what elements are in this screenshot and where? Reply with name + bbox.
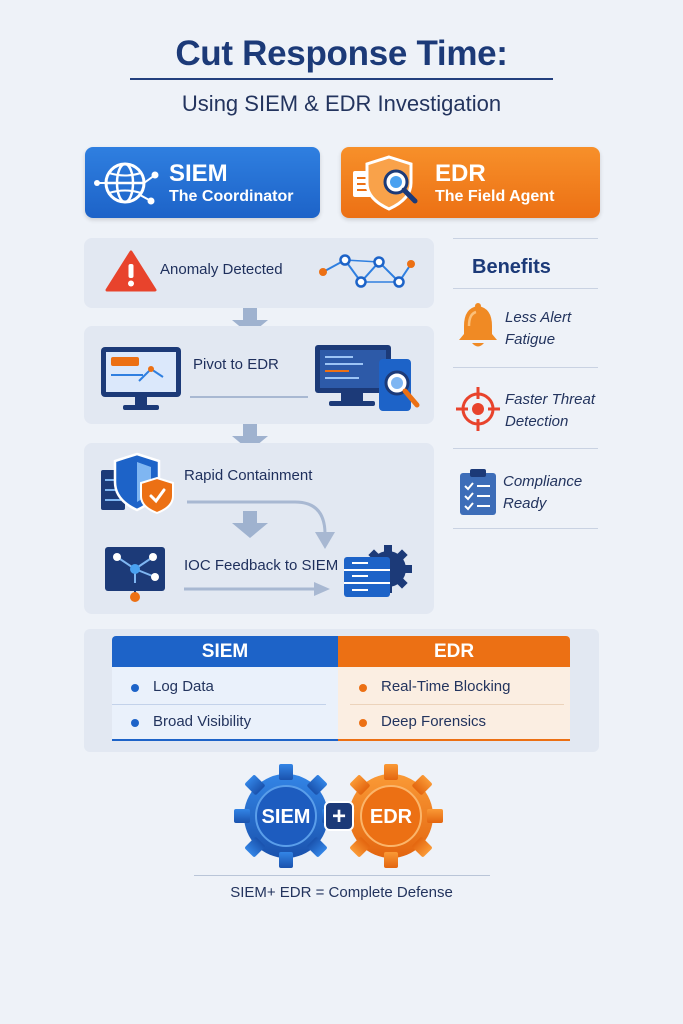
comparison-edr-item: Real-Time Blocking xyxy=(381,678,511,695)
benefits-divider xyxy=(453,448,598,449)
globe-network-icon xyxy=(94,162,159,205)
bullet-dot xyxy=(359,719,367,727)
warning-icon xyxy=(105,250,157,292)
siem-card: SIEM The Coordinator xyxy=(85,147,320,218)
benefit-label: Faster Threat Detection xyxy=(505,389,595,433)
footer-caption: SIEM+ EDR = Complete Defense xyxy=(230,884,453,901)
footer-rule xyxy=(194,875,490,876)
right-arrow-icon xyxy=(184,582,330,596)
checklist-icon xyxy=(460,469,496,515)
edr-card: EDR The Field Agent xyxy=(341,147,600,218)
shield-server-icon xyxy=(101,452,174,514)
benefits-divider xyxy=(453,367,598,368)
comparison-siem-item: Broad Visibility xyxy=(153,713,252,730)
benefit-label-line2: Fatigue xyxy=(505,331,556,348)
comparison-row-divider xyxy=(112,704,326,705)
benefit-label-line2: Ready xyxy=(503,495,547,512)
bullet-dot xyxy=(359,684,367,692)
comparison-row-divider xyxy=(350,704,564,705)
benefit-label-line2: Detection xyxy=(505,413,569,430)
flow-connector-line xyxy=(190,396,308,398)
siem-card-name: SIEM xyxy=(169,160,228,187)
flow-step-label: IOC Feedback to SIEM xyxy=(184,557,339,574)
siem-card-role: The Coordinator xyxy=(169,188,294,205)
down-arrow-icon xyxy=(232,511,268,538)
comparison-edr-heading: EDR xyxy=(338,636,570,667)
comparison-siem-heading: SIEM xyxy=(112,636,338,667)
curved-arrow-icon xyxy=(187,500,335,549)
benefit-label-line1: Faster Threat xyxy=(505,391,596,408)
bell-icon xyxy=(459,303,497,347)
edr-card-role: The Field Agent xyxy=(435,188,555,205)
benefits-divider xyxy=(453,528,598,529)
shield-magnifier-icon xyxy=(353,155,418,211)
target-icon xyxy=(456,387,500,431)
benefit-label: Less Alert Fatigue xyxy=(505,307,571,351)
gear-plus-label: + xyxy=(332,803,346,830)
network-diagram-icon xyxy=(105,547,165,602)
gear-siem-label: SIEM xyxy=(262,806,311,828)
edr-card-name: EDR xyxy=(435,160,486,187)
page-subtitle: Using SIEM & EDR Investigation xyxy=(181,91,502,116)
benefit-label: Compliance Ready xyxy=(503,471,582,515)
bullet-dot xyxy=(131,719,139,727)
benefits-divider xyxy=(453,288,598,289)
benefit-label-line1: Less Alert xyxy=(505,309,572,326)
benefits-divider xyxy=(453,238,598,239)
flow-step-label: Anomaly Detected xyxy=(160,261,283,278)
title-underline xyxy=(130,78,553,80)
monitor-icon xyxy=(101,347,181,410)
gear-edr-label: EDR xyxy=(370,806,413,828)
comparison-siem-item: Log Data xyxy=(153,678,214,695)
page-title: Cut Response Time: xyxy=(175,34,508,73)
flow-step-label: Rapid Containment xyxy=(184,467,313,484)
bullet-dot xyxy=(131,684,139,692)
siem-edr-gears-icon: SIEM + EDR xyxy=(234,764,443,868)
laptop-magnifier-icon xyxy=(315,345,420,411)
server-gear-icon xyxy=(344,545,412,597)
flow-step-label: Pivot to EDR xyxy=(193,356,279,373)
benefits-heading: Benefits xyxy=(472,256,551,278)
comparison-edr-item: Deep Forensics xyxy=(381,713,487,730)
network-nodes-icon xyxy=(319,254,415,288)
benefit-label-line1: Compliance xyxy=(503,473,583,490)
